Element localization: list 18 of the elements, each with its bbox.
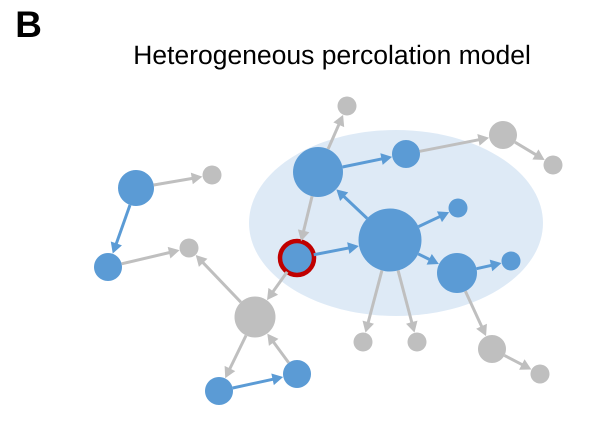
panel-letter: B	[18, 12, 40, 37]
node-circle	[478, 335, 506, 363]
node-circle	[489, 121, 517, 149]
node-circle	[94, 253, 122, 281]
node-circle	[530, 364, 550, 384]
title: Heterogeneous percolation model	[135, 44, 530, 70]
node-circle	[448, 198, 468, 218]
node-circle	[358, 208, 422, 272]
highlighted-node-circle	[278, 238, 316, 278]
node-circle	[118, 170, 154, 206]
node-circle	[205, 377, 233, 405]
node-circle	[392, 140, 420, 168]
node-circle	[283, 360, 311, 388]
node-circle	[293, 147, 343, 197]
node-circle	[338, 96, 356, 116]
node-circle	[437, 253, 477, 293]
node-circle	[544, 156, 562, 174]
node-circle	[234, 296, 276, 338]
